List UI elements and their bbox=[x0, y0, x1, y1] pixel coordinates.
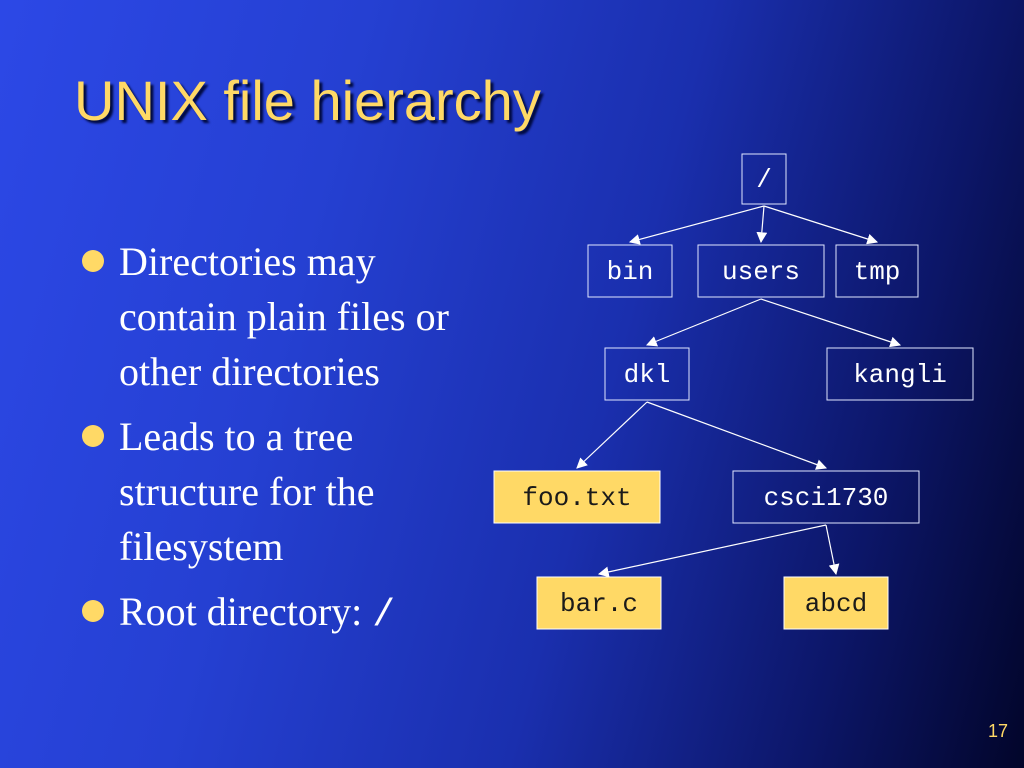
tree-nodes: / bin users tmp dkl kangli foo.txt csci1730 bar.… bbox=[493, 153, 974, 630]
node-label-barc: bar.c bbox=[560, 589, 638, 619]
tree-node-dkl: dkl bbox=[604, 347, 690, 401]
node-label-foo: foo.txt bbox=[522, 483, 631, 513]
node-label-root: / bbox=[756, 165, 772, 195]
node-box-csci bbox=[732, 470, 920, 524]
tree-node-tmp: tmp bbox=[835, 244, 919, 298]
tree-node-bin: bin bbox=[587, 244, 673, 298]
edge-root-to-bin bbox=[628, 205, 765, 245]
tree-node-csci: csci1730 bbox=[732, 470, 920, 524]
bullet-dot-icon bbox=[82, 250, 104, 272]
edge-dkl-to-csci bbox=[646, 401, 828, 470]
node-label-kangli: kangli bbox=[853, 360, 947, 390]
node-label-bin: bin bbox=[607, 257, 654, 287]
node-box-users bbox=[697, 244, 825, 298]
tree-node-barc: bar.c bbox=[536, 576, 662, 630]
node-box-foo bbox=[493, 470, 661, 524]
node-box-kangli bbox=[826, 347, 974, 401]
node-label-csci: csci1730 bbox=[764, 483, 889, 513]
node-box-root bbox=[741, 153, 787, 205]
edge-root-to-users bbox=[756, 205, 768, 244]
tree-node-users: users bbox=[697, 244, 825, 298]
node-box-bin bbox=[587, 244, 673, 298]
edge-csci-to-abcd bbox=[825, 524, 840, 576]
bullet-text: Leads to a tree structure for the filesy… bbox=[119, 414, 375, 569]
bullet-dot-icon bbox=[82, 425, 104, 447]
tree-node-foo: foo.txt bbox=[493, 470, 661, 524]
node-label-users: users bbox=[722, 257, 800, 287]
edge-csci-to-barc bbox=[597, 524, 827, 578]
tree-node-abcd: abcd bbox=[783, 576, 889, 630]
edge-users-to-dkl bbox=[645, 298, 762, 347]
tree-node-root: / bbox=[741, 153, 787, 205]
edge-root-to-tmp bbox=[763, 205, 879, 245]
node-box-dkl bbox=[604, 347, 690, 401]
node-label-abcd: abcd bbox=[805, 589, 867, 619]
bullet-item-tree-structure: Leads to a tree structure for the filesy… bbox=[82, 409, 482, 574]
node-label-dkl: dkl bbox=[624, 360, 671, 390]
bullet-item-directories: Directories may contain plain files or o… bbox=[82, 234, 482, 399]
node-box-barc bbox=[536, 576, 662, 630]
bullet-text: Root directory: bbox=[119, 589, 373, 634]
slide-title: UNIX file hierarchy bbox=[74, 69, 541, 132]
page-number: 17 bbox=[987, 721, 1008, 741]
node-label-tmp: tmp bbox=[854, 257, 901, 287]
root-path-code: / bbox=[372, 594, 396, 637]
edge-users-to-kangli bbox=[760, 298, 902, 348]
bullet-item-root-directory: Root directory: / bbox=[82, 584, 482, 643]
node-box-tmp bbox=[835, 244, 919, 298]
edge-dkl-to-foo bbox=[576, 401, 648, 469]
node-box-abcd bbox=[783, 576, 889, 630]
bullet-text: Directories may contain plain files or o… bbox=[119, 239, 449, 394]
bullet-dot-icon bbox=[82, 600, 104, 622]
tree-edges bbox=[576, 205, 902, 578]
tree-node-kangli: kangli bbox=[826, 347, 974, 401]
bullet-list: Directories may contain plain files or o… bbox=[82, 234, 482, 653]
